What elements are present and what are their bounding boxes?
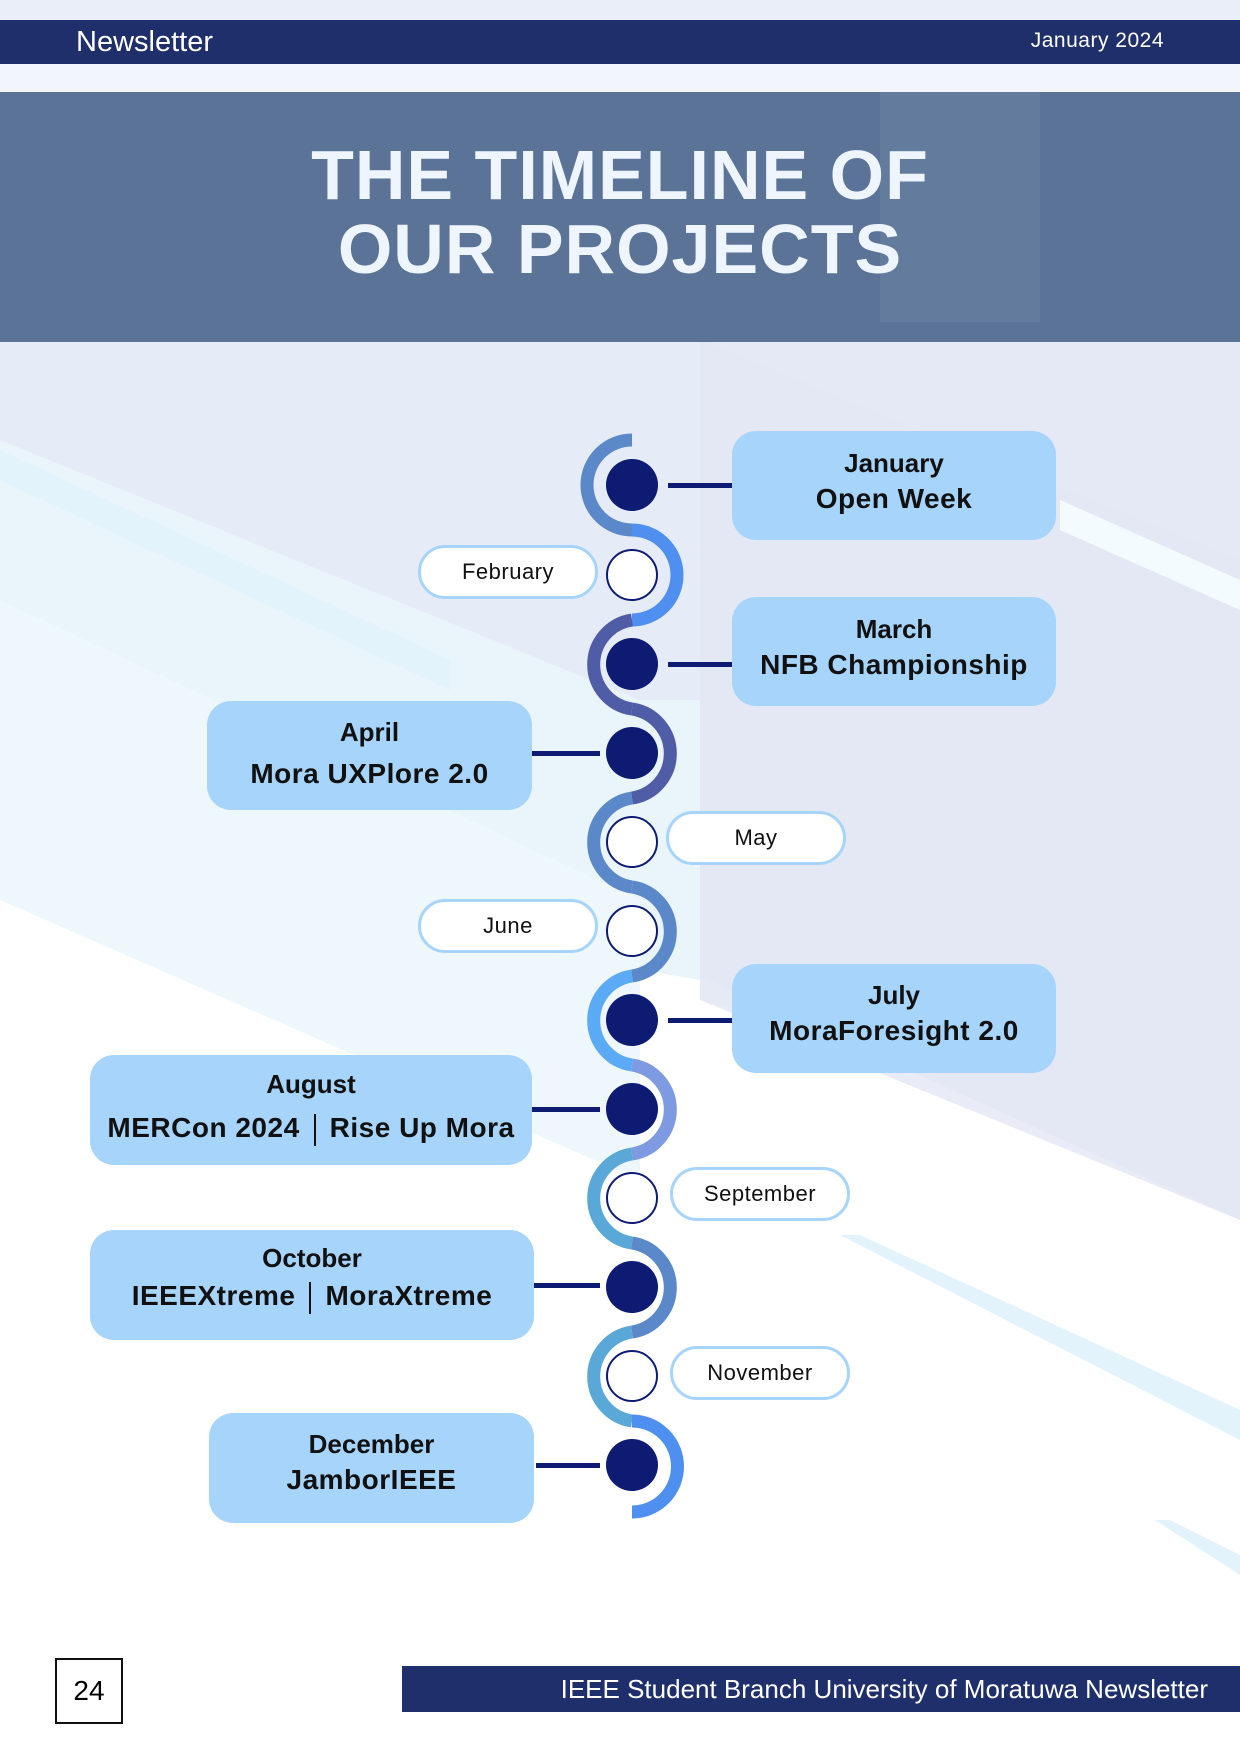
event-separator — [313, 1113, 316, 1146]
connector-august — [532, 1107, 600, 1112]
event-name: MoraForesight 2.0 — [769, 1015, 1019, 1046]
event-name: Mora UXPlore 2.0 — [250, 758, 489, 789]
event-name: IEEEXtreme MoraXtreme — [90, 1280, 534, 1314]
event-name: JamborIEEE — [286, 1464, 457, 1495]
event-name-part: MoraXtreme — [325, 1280, 493, 1311]
timeline-node-june — [606, 905, 658, 957]
event-month: August — [266, 1069, 356, 1099]
hero-title-line1: THE TIMELINE OF — [311, 136, 929, 214]
header-date: January 2024 — [1030, 29, 1164, 52]
timeline-node-january — [606, 459, 658, 511]
hero-shade — [880, 92, 1040, 322]
timeline-node-may — [606, 816, 658, 868]
month-pill-september: September — [670, 1167, 850, 1221]
footer-text: IEEE Student Branch University of Moratu… — [560, 1674, 1208, 1704]
timeline-node-october — [606, 1261, 658, 1313]
timeline-node-april — [606, 727, 658, 779]
timeline-node-september — [606, 1172, 658, 1224]
event-card-july: July MoraForesight 2.0 — [732, 964, 1056, 1073]
connector-april — [532, 751, 600, 756]
connector-january — [668, 483, 732, 488]
hero-title: THE TIMELINE OF OUR PROJECTS — [170, 138, 1070, 286]
event-month: January — [844, 448, 944, 478]
event-name-part: IEEEXtreme — [131, 1280, 296, 1311]
header-bar: Newsletter January 2024 — [0, 20, 1240, 64]
event-month: October — [262, 1243, 362, 1273]
event-name-part: Rise Up Mora — [329, 1112, 515, 1143]
event-card-march: March NFB Championship — [732, 597, 1056, 706]
timeline-node-august — [606, 1083, 658, 1135]
event-month: July — [867, 980, 921, 1010]
timeline-node-march — [606, 638, 658, 690]
event-card-april: April Mora UXPlore 2.0 — [207, 701, 532, 810]
event-month: April — [339, 717, 400, 747]
hero-title-line2: OUR PROJECTS — [337, 210, 903, 288]
connector-march — [668, 662, 732, 667]
month-pill-november: November — [670, 1346, 850, 1400]
event-card-december: December JamborIEEE — [209, 1413, 534, 1523]
timeline-node-july — [606, 994, 658, 1046]
timeline-node-december — [606, 1439, 658, 1491]
month-pill-june: June — [418, 899, 598, 953]
event-card-january: January Open Week — [732, 431, 1056, 540]
event-name: Open Week — [815, 483, 973, 514]
connector-december — [536, 1463, 600, 1468]
connector-october — [526, 1283, 600, 1288]
header-title: Newsletter — [76, 26, 213, 58]
month-pill-may: May — [666, 811, 846, 865]
event-separator — [309, 1281, 312, 1314]
footer-bar: IEEE Student Branch University of Moratu… — [402, 1666, 1240, 1712]
timeline-node-february — [606, 549, 658, 601]
hero-banner: THE TIMELINE OF OUR PROJECTS — [0, 92, 1240, 342]
event-name: NFB Championship — [760, 649, 1028, 680]
event-name-part: MERCon 2024 — [107, 1112, 300, 1143]
month-pill-february: February — [418, 545, 598, 599]
timeline-node-november — [606, 1350, 658, 1402]
page-number: 24 — [55, 1658, 123, 1724]
connector-july — [668, 1018, 732, 1023]
event-name: MERCon 2024 Rise Up Mora — [90, 1112, 532, 1146]
event-month: March — [855, 614, 933, 644]
event-card-october: October IEEEXtreme MoraXtreme — [90, 1230, 534, 1340]
event-card-august: August MERCon 2024 Rise Up Mora — [90, 1055, 532, 1165]
event-month: December — [308, 1429, 435, 1459]
